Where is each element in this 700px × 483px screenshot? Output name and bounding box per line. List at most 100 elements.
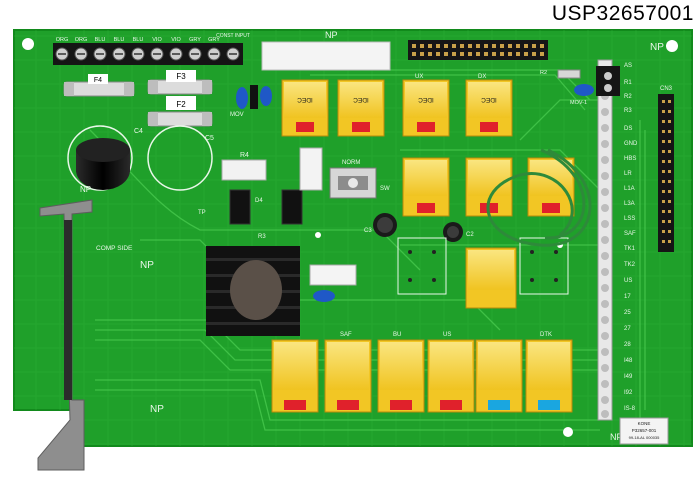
empty-relay-socket [397, 237, 569, 295]
vertical-resistor [299, 147, 323, 191]
terminal-label: GND [624, 141, 638, 147]
blue-capacitor [574, 84, 594, 96]
relay-bottom-1 [271, 339, 319, 413]
label-plate: KONE P32657-001 99-18-AL 000035 [619, 417, 669, 445]
relay-label: US [443, 332, 451, 338]
label-np: NP [610, 432, 623, 442]
label-c5: C5 [205, 135, 214, 142]
capacitor-c4 [67, 125, 133, 191]
terminal-label: SAF [624, 231, 636, 237]
label-comp-side: COMP SIDE [96, 245, 133, 252]
cn3-pin-header [658, 94, 674, 252]
terminal-label: HBS [624, 156, 636, 162]
terminal-label: R1 [624, 80, 632, 86]
label-r3: R3 [258, 234, 266, 240]
relay-top-1: IDEC [281, 79, 329, 137]
label-c2: C2 [466, 232, 474, 238]
green-jumper-wire [486, 148, 592, 247]
relay-bottom-6 [525, 339, 573, 413]
fuse-f2: F2 [147, 96, 213, 127]
top-terminal-block [53, 43, 243, 65]
right-terminal-labels: AS R1 R2 R3 DS GND HBS LR L1A L3A LSS SA… [624, 63, 638, 412]
terminal-label: TK2 [624, 262, 636, 268]
fuse-label: F3 [176, 72, 186, 81]
relay-mid-1 [402, 157, 450, 217]
part-number-title: USP32657001 [551, 2, 694, 25]
terminal-label: DS [624, 126, 632, 132]
label-plate-line2: P32657-001 [632, 428, 657, 433]
label-plate-line1: KONE [638, 421, 651, 426]
relay-label: DTK [540, 332, 552, 338]
label-c4: C4 [134, 128, 143, 135]
label-mov1: MOV-1 [570, 100, 587, 106]
label-np: NP [140, 260, 154, 271]
terminal-label: IS-8 [624, 406, 636, 412]
terminal-label: 27 [624, 326, 631, 332]
terminal-label: I92 [624, 390, 633, 396]
terminal-label: AS [624, 63, 632, 69]
relay-bottom-3 [377, 339, 425, 413]
relay-center [465, 247, 517, 309]
label-r4: R4 [240, 152, 249, 159]
terminal-labels: ORG ORG BLU BLU BLU VIO VIO GRY GRY CONS… [56, 33, 250, 43]
label-np: NP [650, 42, 664, 53]
label-c3: C3 [364, 228, 372, 234]
right-terminal-strip [597, 59, 613, 421]
terminal-label: L3A [624, 201, 635, 207]
blue-capacitor [313, 290, 335, 302]
label-np: NP [325, 30, 338, 40]
terminal-label: VIO [152, 37, 162, 43]
fuse-f4: F4 [63, 74, 135, 97]
label-r2: R2 [540, 70, 547, 76]
terminal-label: I48 [624, 358, 633, 364]
bottom-relay-labels: SAF BU US DTK [340, 332, 552, 338]
label-sw: SW [380, 186, 390, 192]
terminal-label: TK1 [624, 246, 636, 252]
diode [557, 69, 581, 79]
ribbon-header-top [408, 40, 548, 60]
relay-mid-2 [465, 157, 513, 217]
label-np: NP [150, 404, 164, 415]
relay-bottom-2 [324, 339, 372, 413]
capacitor-c2 [443, 222, 463, 242]
relay-brand: IDEC [353, 96, 369, 103]
small-relay [229, 189, 251, 225]
ribbon-connector-left [37, 199, 93, 471]
relay-label: BU [393, 332, 401, 338]
label-tp: TP [198, 210, 206, 216]
diode-block [250, 85, 258, 109]
terminal-label: ORG [75, 37, 88, 43]
terminal-label: 28 [624, 342, 631, 348]
terminal-label: ORG [56, 37, 69, 43]
relay-brand: IDEC [481, 96, 497, 103]
label-d4: D4 [255, 198, 263, 204]
relay-top-2: IDEC [337, 79, 385, 137]
terminal-label: BLU [95, 37, 106, 43]
terminal-label: R3 [624, 108, 632, 114]
fuse-label: F2 [176, 100, 186, 109]
relay-label: UX [415, 74, 423, 80]
relay-label: SAF [340, 332, 352, 338]
label-mov: MOV [230, 112, 244, 118]
blue-capacitor [236, 87, 248, 109]
terminal-label: BLU [133, 37, 144, 43]
terminal-label: BLU [114, 37, 125, 43]
resistor-r4 [221, 159, 267, 181]
capacitor-c5-outline [147, 125, 213, 191]
terminal-label: VIO [171, 37, 181, 43]
terminal-label: L1A [624, 186, 635, 192]
relay-top-3: IDEC [402, 79, 450, 137]
norm-toggle-switch [329, 167, 377, 199]
label-norm: NORM [342, 160, 360, 166]
capacitor-c3 [373, 213, 397, 237]
label-np: NP [80, 185, 91, 194]
relay-brand: IDEC [297, 96, 313, 103]
terminal-label: GRY [189, 37, 201, 43]
terminal-label: LSS [624, 216, 635, 222]
fuse-f3: F3 [147, 70, 213, 95]
relay-bottom-4 [427, 339, 475, 413]
label-cn3: CN3 [660, 86, 673, 92]
terminal-label: CONST INPUT [216, 33, 250, 39]
relay-brand: IDEC [418, 96, 434, 103]
relay-top-4: IDEC [465, 79, 513, 137]
